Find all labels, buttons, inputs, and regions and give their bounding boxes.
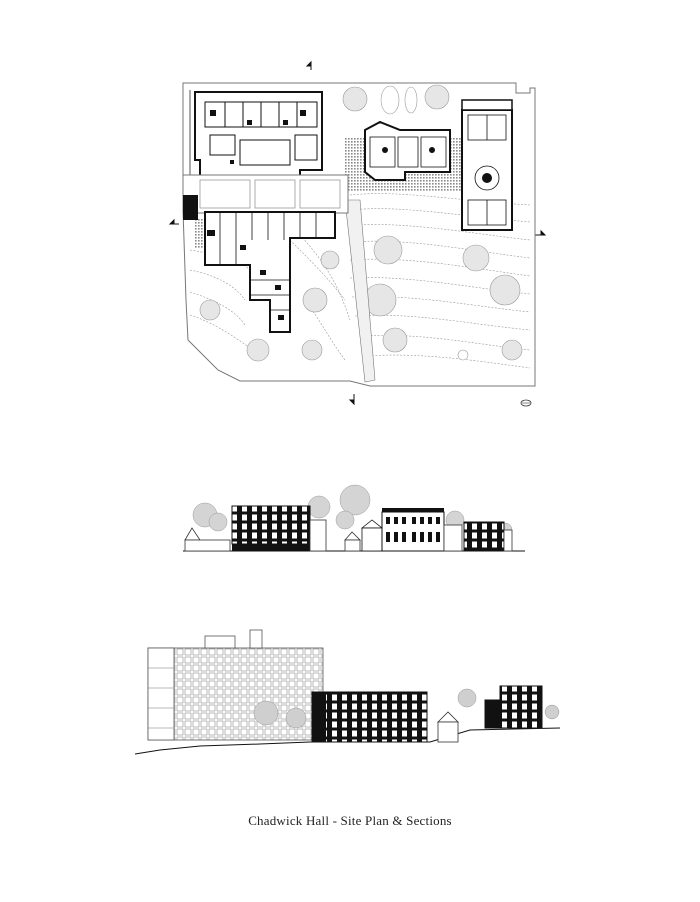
section-marker-west (168, 218, 179, 225)
section-marker-north (305, 60, 312, 70)
section-historic-house (360, 508, 463, 552)
section-block-mid (311, 691, 428, 743)
building-east (461, 99, 513, 231)
site-boundary (182, 82, 536, 387)
section-trees (192, 484, 513, 538)
section-tower-background (147, 629, 324, 741)
north-arrow-icon (520, 399, 532, 407)
section-elevation-2 (134, 629, 561, 755)
building-northwest (194, 91, 323, 186)
sheet-caption: Chadwick Hall - Site Plan & Sections (248, 813, 452, 828)
section-marker-east (535, 229, 547, 236)
section-block-east (463, 521, 505, 552)
building-spine (182, 174, 349, 220)
site-trees (199, 84, 523, 362)
site-plan (168, 60, 547, 407)
section-elevation-1 (183, 484, 525, 552)
building-historic-house (364, 120, 451, 181)
paved-path (344, 199, 376, 383)
building-southwest (204, 211, 336, 333)
ground-profile (134, 727, 561, 755)
section-block-main (231, 505, 311, 545)
section-trees-2 (253, 688, 560, 729)
section-marker-south (348, 394, 355, 406)
